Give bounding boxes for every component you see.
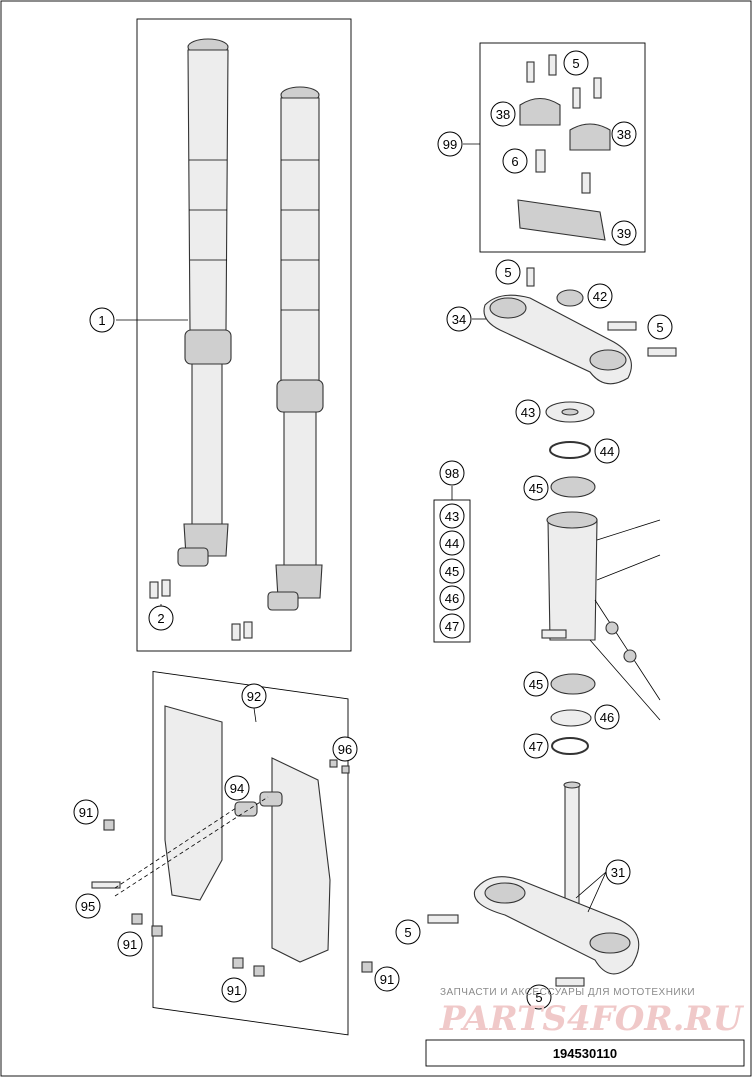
handlebar-clamps[interactable] (517, 54, 611, 241)
callout-45-lower[interactable]: 45 (523, 671, 549, 697)
fork-guard-screws[interactable] (91, 759, 373, 977)
callout-95[interactable]: 95 (75, 893, 101, 919)
fork-leg-left[interactable] (177, 38, 232, 567)
callout-5-lower-left[interactable]: 5 (395, 919, 421, 945)
svg-text:1: 1 (98, 313, 105, 328)
svg-text:94: 94 (230, 781, 244, 796)
callout-39[interactable]: 39 (611, 220, 637, 246)
upper-triple-clamp[interactable] (483, 267, 677, 385)
svg-text:95: 95 (81, 899, 95, 914)
svg-text:5: 5 (535, 990, 542, 1005)
callout-91-top[interactable]: 91 (73, 799, 99, 825)
svg-text:31: 31 (611, 865, 625, 880)
svg-text:47: 47 (529, 739, 543, 754)
svg-text:2: 2 (157, 611, 164, 626)
svg-text:91: 91 (380, 972, 394, 987)
callout-34[interactable]: 34 (446, 306, 472, 332)
svg-text:39: 39 (617, 226, 631, 241)
callout-91-bottom[interactable]: 91 (221, 977, 247, 1003)
callout-1[interactable]: 1 (89, 307, 115, 333)
svg-text:42: 42 (593, 289, 607, 304)
fork-group-box (136, 18, 352, 652)
callout-91-right[interactable]: 91 (374, 966, 400, 992)
svg-text:38: 38 (617, 127, 631, 142)
svg-text:45: 45 (529, 677, 543, 692)
callout-98[interactable]: 98 (439, 460, 465, 486)
callout-31[interactable]: 31 (605, 859, 631, 885)
lower-triple-clamp[interactable] (427, 781, 640, 987)
steering-bearing-parts[interactable] (545, 401, 596, 755)
callout-96[interactable]: 96 (332, 736, 358, 762)
document-id-box (425, 1039, 745, 1067)
callout-38-left[interactable]: 38 (490, 101, 516, 127)
axle-clamp-bolts[interactable] (149, 579, 253, 641)
svg-text:43: 43 (521, 405, 535, 420)
svg-text:5: 5 (656, 320, 663, 335)
svg-text:91: 91 (123, 937, 137, 952)
document-id: 194530110 (553, 1046, 617, 1061)
svg-text:5: 5 (572, 56, 579, 71)
svg-text:99: 99 (443, 137, 457, 152)
callout-98-43[interactable]: 43 (439, 503, 465, 529)
callout-98-45[interactable]: 45 (439, 558, 465, 584)
callout-98-47[interactable]: 47 (439, 613, 465, 639)
callout-2[interactable]: 2 (148, 605, 174, 631)
svg-text:45: 45 (529, 481, 543, 496)
svg-text:92: 92 (247, 689, 261, 704)
callout-99[interactable]: 99 (437, 131, 463, 157)
svg-text:91: 91 (79, 805, 93, 820)
callout-45-upper[interactable]: 45 (523, 475, 549, 501)
svg-text:45: 45 (445, 564, 459, 579)
callout-92[interactable]: 92 (241, 683, 267, 709)
svg-text:6: 6 (511, 154, 518, 169)
svg-text:46: 46 (600, 710, 614, 725)
callout-38-right[interactable]: 38 (611, 121, 637, 147)
callout-43[interactable]: 43 (515, 399, 541, 425)
callout-5-upper-clamp[interactable]: 5 (495, 259, 521, 285)
callout-98-44[interactable]: 44 (439, 530, 465, 556)
svg-text:34: 34 (452, 312, 466, 327)
svg-text:91: 91 (227, 983, 241, 998)
svg-text:44: 44 (600, 444, 614, 459)
svg-text:98: 98 (445, 466, 459, 481)
svg-text:5: 5 (404, 925, 411, 940)
svg-text:47: 47 (445, 619, 459, 634)
watermark-logo: PARTS4FOR.RU (439, 999, 745, 1039)
callout-5-lower-bottom[interactable]: 5 (526, 984, 552, 1010)
callout-91-mid[interactable]: 91 (117, 931, 143, 957)
callout-6[interactable]: 6 (502, 148, 528, 174)
fork-leg-right[interactable] (267, 86, 324, 611)
callout-5-pinch-bolt[interactable]: 5 (647, 314, 673, 340)
callout-47[interactable]: 47 (523, 733, 549, 759)
frame-head-tube (541, 511, 661, 721)
callout-44[interactable]: 44 (594, 438, 620, 464)
callout-5-top[interactable]: 5 (563, 50, 589, 76)
svg-text:38: 38 (496, 107, 510, 122)
callout-42[interactable]: 42 (587, 283, 613, 309)
callout-94[interactable]: 94 (224, 775, 250, 801)
handlebar-clamp-box (479, 42, 646, 253)
callout-98-46[interactable]: 46 (439, 585, 465, 611)
svg-text:96: 96 (338, 742, 352, 757)
svg-text:43: 43 (445, 509, 459, 524)
fork-guards[interactable] (164, 705, 331, 963)
watermark-tagline: ЗАПЧАСТИ И АКСЕССУАРЫ ДЛЯ МОТОТЕХНИКИ (440, 987, 695, 998)
svg-text:44: 44 (445, 536, 459, 551)
callout-46[interactable]: 46 (594, 704, 620, 730)
callout-layer: 1 2 99 5 38 38 6 39 5 42 34 5 43 44 45 9… (73, 50, 673, 1010)
svg-text:46: 46 (445, 591, 459, 606)
svg-text:5: 5 (504, 265, 511, 280)
